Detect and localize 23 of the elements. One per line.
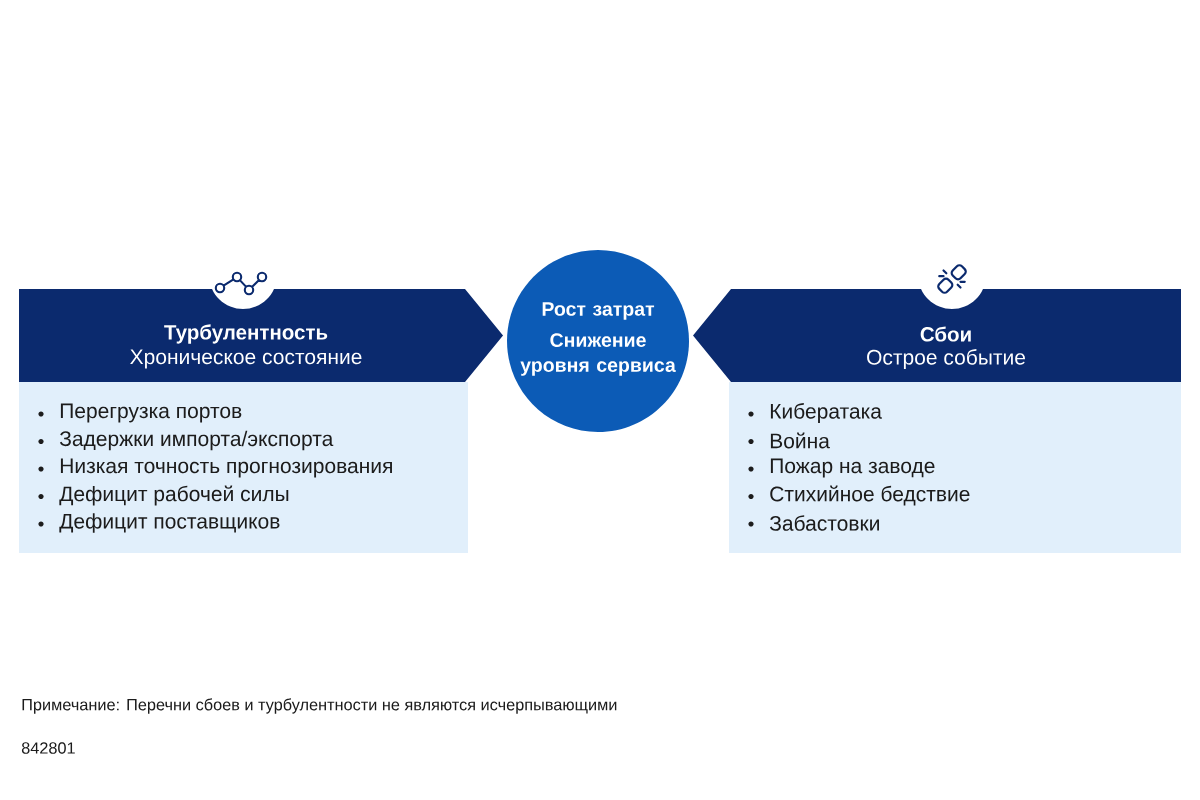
list-panel (19, 382, 468, 553)
arrow-band (19, 289, 503, 382)
list-item: Пожар на заводе (770, 458, 935, 478)
list-item: Задержки импорта/экспорта (59, 430, 334, 451)
subheading: Хроническое состояние (130, 349, 362, 369)
list-item: Забастовки (769, 515, 879, 531)
heading: Турбулентность (164, 324, 328, 344)
list-item: Стихийное бедствие (770, 485, 970, 506)
list-item: Война (770, 432, 830, 449)
badge-text: Рост затрат (542, 302, 655, 320)
list-item: Перегрузка портов (60, 403, 242, 423)
badge-text: Снижение уровня сервиса (520, 333, 676, 376)
list-item: Дефицит рабочей силы (59, 485, 289, 506)
list-item: Дефицит поставщиков (59, 513, 280, 533)
subheading: Острое событие (867, 349, 1026, 369)
arrow-band (693, 289, 1181, 382)
note-text: Примечание: Перечни сбоев и турбулентности не являются исчерпывающими (22, 698, 617, 714)
circle-badge (507, 250, 689, 432)
figure-number: 842801 (21, 742, 75, 754)
heading: Сбои (920, 326, 971, 342)
list-panel (729, 382, 1181, 553)
list-item: Кибератака (770, 403, 882, 423)
list-item: Низкая точность прогнозирования (60, 458, 392, 478)
